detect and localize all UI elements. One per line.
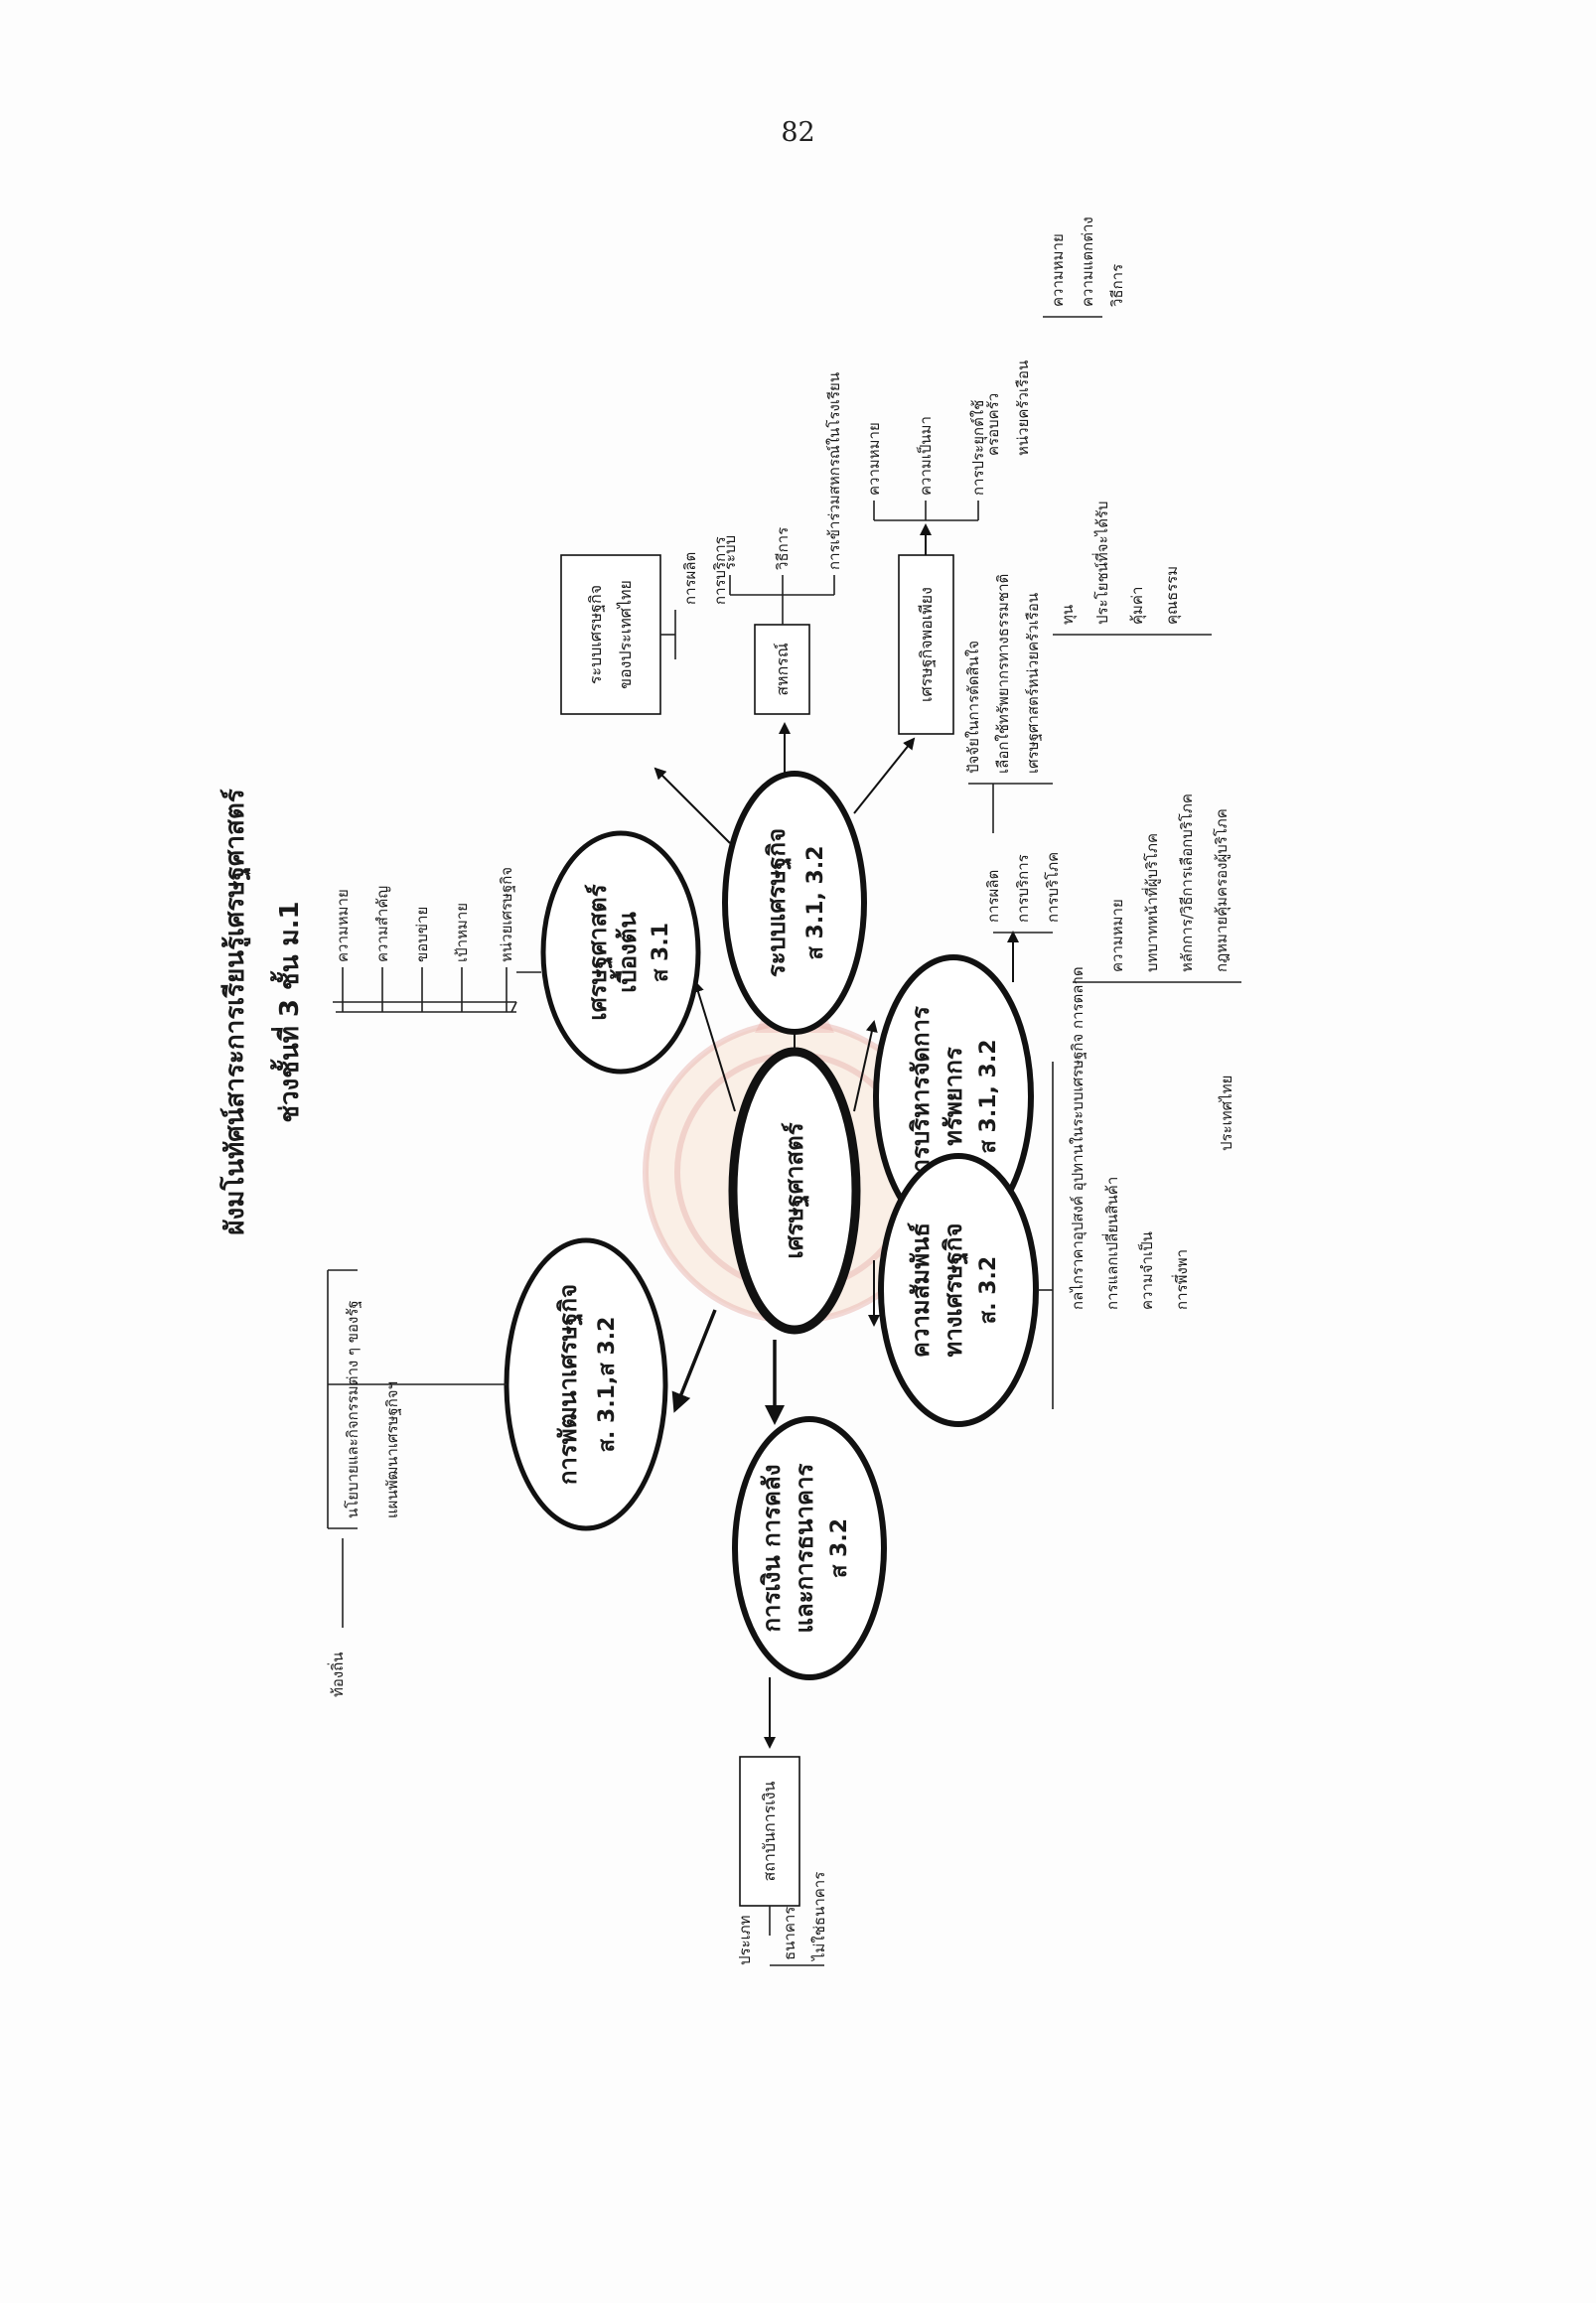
coop-leaf: วิธีการ xyxy=(774,527,792,571)
household-detail-leaf: ความหมาย xyxy=(1049,233,1067,307)
development-leaf: แผนพัฒนาเศรษฐกิจฯ xyxy=(383,1381,401,1518)
resource-branch: การผลิต xyxy=(984,870,1002,923)
basics-title-1: เศรษฐศาสตร์ xyxy=(584,884,614,1020)
relations-leaf: กลไกราคาอุปสงค์ อุปทานในระบบเศรษฐกิจ การ… xyxy=(1069,966,1088,1310)
basics-leaves: ความหมาย ความสำคัญ ขอบข่าย เป้าหมาย หน่ว… xyxy=(334,867,516,1013)
household-econ-leaf: ทุน xyxy=(1059,605,1078,625)
development-code: ส. 3.1,ส 3.2 xyxy=(595,1317,620,1453)
household-detail-leaf: ความแตกต่าง xyxy=(1079,216,1096,307)
household-econ-leaf: คุณธรรม xyxy=(1163,566,1182,625)
finance-leaves: ประเภท ธนาคาร ไม่ใช่ธนาคาร xyxy=(736,1872,828,1966)
box-system-line-2: ของประเทศไทย xyxy=(616,580,635,689)
basics-leaf: ความสำคัญ xyxy=(373,886,391,962)
production-leaf: ปัจจัยในการตัดสินใจ xyxy=(964,641,982,774)
basics-title-2: เบื้องต้น xyxy=(609,912,642,993)
relations-leaves: กลไกราคาอุปสงค์ อุปทานในระบบเศรษฐกิจ การ… xyxy=(1052,966,1235,1409)
sufficiency-leaf: ความหมาย xyxy=(865,422,883,496)
basics-leaf: หน่วยเศรษฐกิจ xyxy=(498,867,515,962)
relations-leaf: ความจำเป็น xyxy=(1137,1231,1156,1310)
resource-title-1: การบริหารจัดการ xyxy=(907,1006,935,1187)
finance-type-leaf: ธนาคาร xyxy=(781,1907,798,1960)
consumption-leaf: ความหมาย xyxy=(1108,899,1126,972)
basics-code: ส 3.1 xyxy=(649,923,673,982)
system-code: ส 3.1, 3.2 xyxy=(803,845,828,959)
node-basics: เศรษฐศาสตร์ เบื้องต้น ส 3.1 ความหมาย ควา… xyxy=(333,830,701,1075)
basics-leaf: เป้าหมาย xyxy=(453,903,471,962)
title-line-2: ช่วงชั้นที่ 3 ชั้น ม.1 xyxy=(269,901,305,1122)
resource-code: ส 3.1, 3.2 xyxy=(976,1039,1001,1153)
relations-title-1: ความสัมพันธ์ xyxy=(907,1223,935,1358)
consumption-leaf: บทบาทหน้าที่ผู้บริโภค xyxy=(1141,833,1161,972)
development-leaves: นโยบายและกิจกรรมต่าง ๆ ของรัฐ แผนพัฒนาเศ… xyxy=(327,1269,507,1697)
development-sub-leaf: ท้องถิ่น xyxy=(327,1652,347,1697)
relations-leaf: การแลกเปลี่ยนสินค้า xyxy=(1101,1177,1121,1310)
relations-code: ส. 3.2 xyxy=(976,1256,1001,1324)
box-system-thailand: ระบบเศรษฐกิจ ของประเทศไทย xyxy=(560,554,661,715)
box-coop: สหกรณ์ xyxy=(754,624,810,715)
development-leaf: นโยบายและกิจกรรมต่าง ๆ ของรัฐ xyxy=(344,1300,362,1518)
box-system-line-1: ระบบเศรษฐกิจ xyxy=(586,585,605,684)
center-label: เศรษฐศาสตร์ xyxy=(781,1122,810,1258)
relations-sub-leaf: ประเทศไทย xyxy=(1218,1076,1235,1151)
development-title: การพัฒนาเศรษฐกิจ xyxy=(554,1284,584,1485)
resource-title-2: ทรัพยากร xyxy=(940,1047,967,1146)
finance-code: ส 3.2 xyxy=(827,1518,852,1578)
node-relations: ความสัมพันธ์ ทางเศรษฐกิจ ส. 3.2 xyxy=(878,1153,1053,1427)
finance-type-label: ประเภท xyxy=(736,1915,754,1965)
finance-title-1: การเงิน การคลัง xyxy=(758,1465,786,1633)
system-box-leaf: การผลิต xyxy=(681,552,699,605)
household-leaf: ครอบครัว xyxy=(984,393,1002,456)
coop-leaf: การเข้าร่วมสหกรณ์ในโรงเรียน xyxy=(825,372,843,570)
consumption-leaf: หลักการ/วิธีการเลือกบริโภค xyxy=(1178,793,1196,972)
relations-leaf: การพึ่งพา xyxy=(1171,1249,1191,1310)
household-econ-leaf: คุ้มค่า xyxy=(1128,587,1147,625)
box-coop-label: สหกรณ์ xyxy=(773,643,792,696)
box-sufficiency: เศรษฐกิจพอเพียง xyxy=(898,554,954,735)
household-detail-leaf: วิธีการ xyxy=(1108,264,1126,308)
diagram-title: ผังมโนทัศน์สาระการเรียนรู้เศรษฐศาสตร์ ช่… xyxy=(218,789,305,1234)
basics-leaf: ความหมาย xyxy=(334,889,352,962)
node-system: ระบบเศรษฐกิจ ส 3.1, 3.2 xyxy=(653,722,916,1035)
title-line-1: ผังมโนทัศน์สาระการเรียนรู้เศรษฐศาสตร์ xyxy=(218,789,252,1234)
resource-branch: การบริโภค xyxy=(1044,852,1062,923)
household-econ-leaf: ประโยชน์ที่จะได้รับ xyxy=(1091,501,1111,625)
basics-leaf: ขอบข่าย xyxy=(413,907,431,962)
system-box-leaf: การบริการ xyxy=(711,536,729,605)
production-leaf: เลือกใช้ทรัพยากรทางธรรมชาติ xyxy=(994,574,1012,774)
sufficiency-leaf: ความเป็นมา xyxy=(916,416,935,496)
finance-title-2: และการธนาคาร xyxy=(791,1463,818,1633)
page-number: 82 xyxy=(781,117,815,148)
resource-leaves: การผลิต การบริการ การบริโภค ปัจจัยในการต… xyxy=(964,216,1241,983)
rotated-layout: ผังมโนทัศน์สาระการเรียนรู้เศรษฐศาสตร์ ช่… xyxy=(218,216,1241,1966)
system-title: ระบบเศรษฐกิจ xyxy=(763,828,793,977)
production-leaf: เศรษฐศาสตร์หน่วยครัวเรือน xyxy=(1024,593,1042,774)
finance-type-leaf: ไม่ใช่ธนาคาร xyxy=(810,1872,828,1961)
resource-branch: การบริการ xyxy=(1014,854,1032,923)
node-finance: การเงิน การคลัง และการธนาคาร ส 3.2 xyxy=(732,1416,887,1749)
node-development: การพัฒนาเศรษฐกิจ ส. 3.1,ส 3.2 xyxy=(504,1237,668,1531)
consumption-leaf: กฎหมายคุ้มครองผู้บริโภค xyxy=(1213,808,1232,972)
sufficiency-leaf: การประยุกต์ใช้ xyxy=(969,400,988,496)
relations-title-2: ทางเศรษฐกิจ xyxy=(940,1223,969,1358)
center-node: เศรษฐศาสตร์ xyxy=(728,1047,861,1335)
box-finance: สถาบันการเงิน xyxy=(739,1756,800,1907)
coop-leaves: ระบบ วิธีการ การเข้าร่วมสหกรณ์ในโรงเรียน xyxy=(721,372,843,625)
system-box-leaves: การผลิต การบริการ xyxy=(660,536,729,659)
coop-leaf: ระบบ xyxy=(721,535,739,570)
box-finance-label: สถาบันการเงิน xyxy=(760,1781,779,1881)
sufficiency-leaves: ความหมาย ความเป็นมา การประยุกต์ใช้ xyxy=(865,400,988,555)
household-leaf: หน่วยครัวเรือน xyxy=(1014,360,1032,456)
box-sufficiency-label: เศรษฐกิจพอเพียง xyxy=(917,587,936,702)
